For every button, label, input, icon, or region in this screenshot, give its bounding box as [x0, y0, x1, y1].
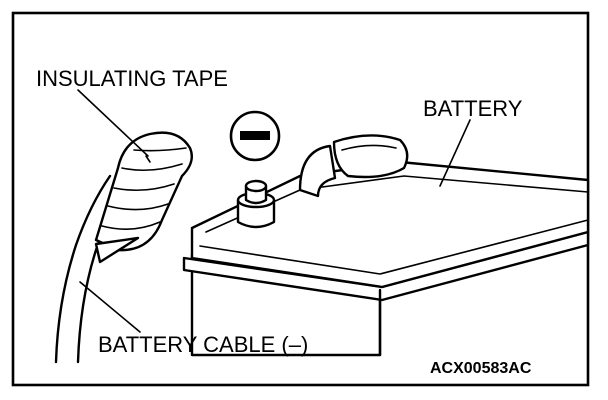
battery — [182, 134, 590, 357]
battery-lid-front-edge — [199, 219, 589, 275]
negative-terminal-post — [236, 179, 276, 229]
label-battery-cable: BATTERY CABLE (–) — [98, 332, 308, 357]
negative-sign-icon — [229, 110, 281, 162]
label-battery: BATTERY — [423, 96, 523, 121]
insulating-tape-wrap — [94, 131, 193, 264]
leader-battery-cable — [79, 281, 141, 333]
leader-insulating-tape — [77, 89, 149, 157]
tape-tail-flap — [94, 236, 140, 264]
leader-battery — [439, 119, 471, 187]
label-insulating-tape: INSULATING TAPE — [36, 66, 228, 91]
battery-cable-body-edge — [54, 174, 112, 364]
figure-code: ACX00583AC — [430, 360, 532, 377]
positive-terminal-cover — [298, 134, 409, 198]
